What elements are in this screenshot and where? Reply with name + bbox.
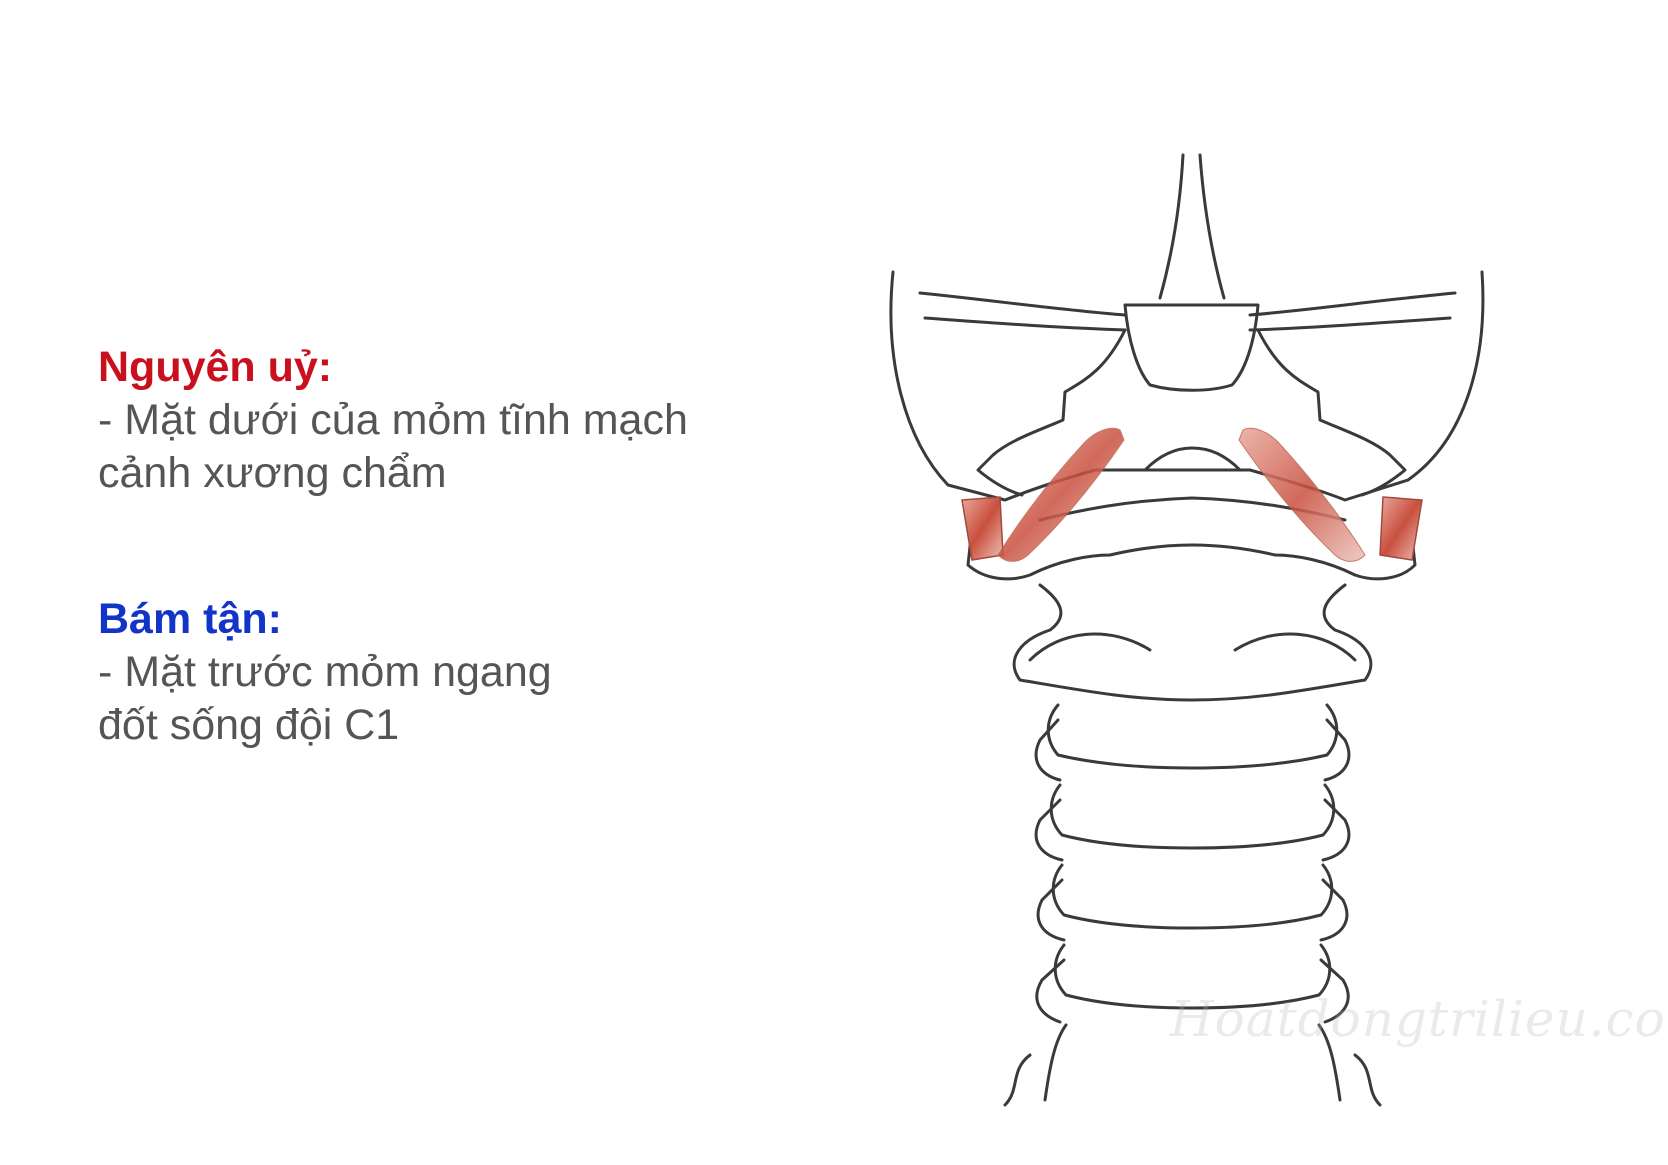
vertebra-c5 (1051, 863, 1334, 930)
description-panel: Nguyên uỷ: - Mặt dưới của mỏm tĩnh mạch … (98, 340, 758, 844)
axis-c2 (1012, 583, 1373, 702)
vertebra-c4-process (1034, 798, 1351, 862)
skull-base-line (918, 291, 1457, 317)
insertion-line-2: đốt sống đội C1 (98, 701, 400, 749)
basion-block (1123, 303, 1260, 392)
right-jugular-process (1256, 328, 1407, 497)
vertebra-c7-base (1003, 1053, 1382, 1107)
vertebra-c4 (1049, 783, 1336, 850)
vertebra-c5-process (1036, 878, 1349, 942)
atlas-c1 (966, 498, 1417, 581)
vertebra-c6-process (1035, 958, 1350, 1024)
occipital-crest (1158, 153, 1226, 300)
origin-heading: Nguyên uỷ: (98, 343, 333, 391)
axis-wing (1028, 632, 1357, 662)
insertion-line-1: - Mặt trước mỏm ngang (98, 648, 552, 696)
left-jugular-process (976, 328, 1127, 497)
insertion-heading: Bám tận: (98, 595, 282, 643)
vertebra-c6 (1053, 943, 1332, 1010)
left-rectus-capitis-anterior (997, 427, 1125, 562)
vertebra-c3-process (1034, 718, 1351, 782)
foramen-arch (1143, 446, 1242, 472)
vertebra-c3 (1046, 703, 1339, 770)
origin-section: Nguyên uỷ: - Mặt dưới của mỏm tĩnh mạch … (98, 340, 758, 500)
origin-line-1: - Mặt dưới của mỏm tĩnh mạch (98, 396, 688, 444)
watermark: Hoatdongtrilieu.com (1170, 990, 1668, 1048)
origin-line-2: cảnh xương chẩm (98, 449, 447, 497)
insertion-section: Bám tận: - Mặt trước mỏm ngang đốt sống … (98, 592, 758, 752)
occipital-bone (889, 270, 1485, 502)
right-rectus-capitis-anterior (1238, 427, 1366, 562)
vertebra-c7 (1043, 1023, 1342, 1102)
skull-base-line (923, 316, 1452, 332)
right-rectus-capitis-lateralis (1379, 496, 1423, 561)
